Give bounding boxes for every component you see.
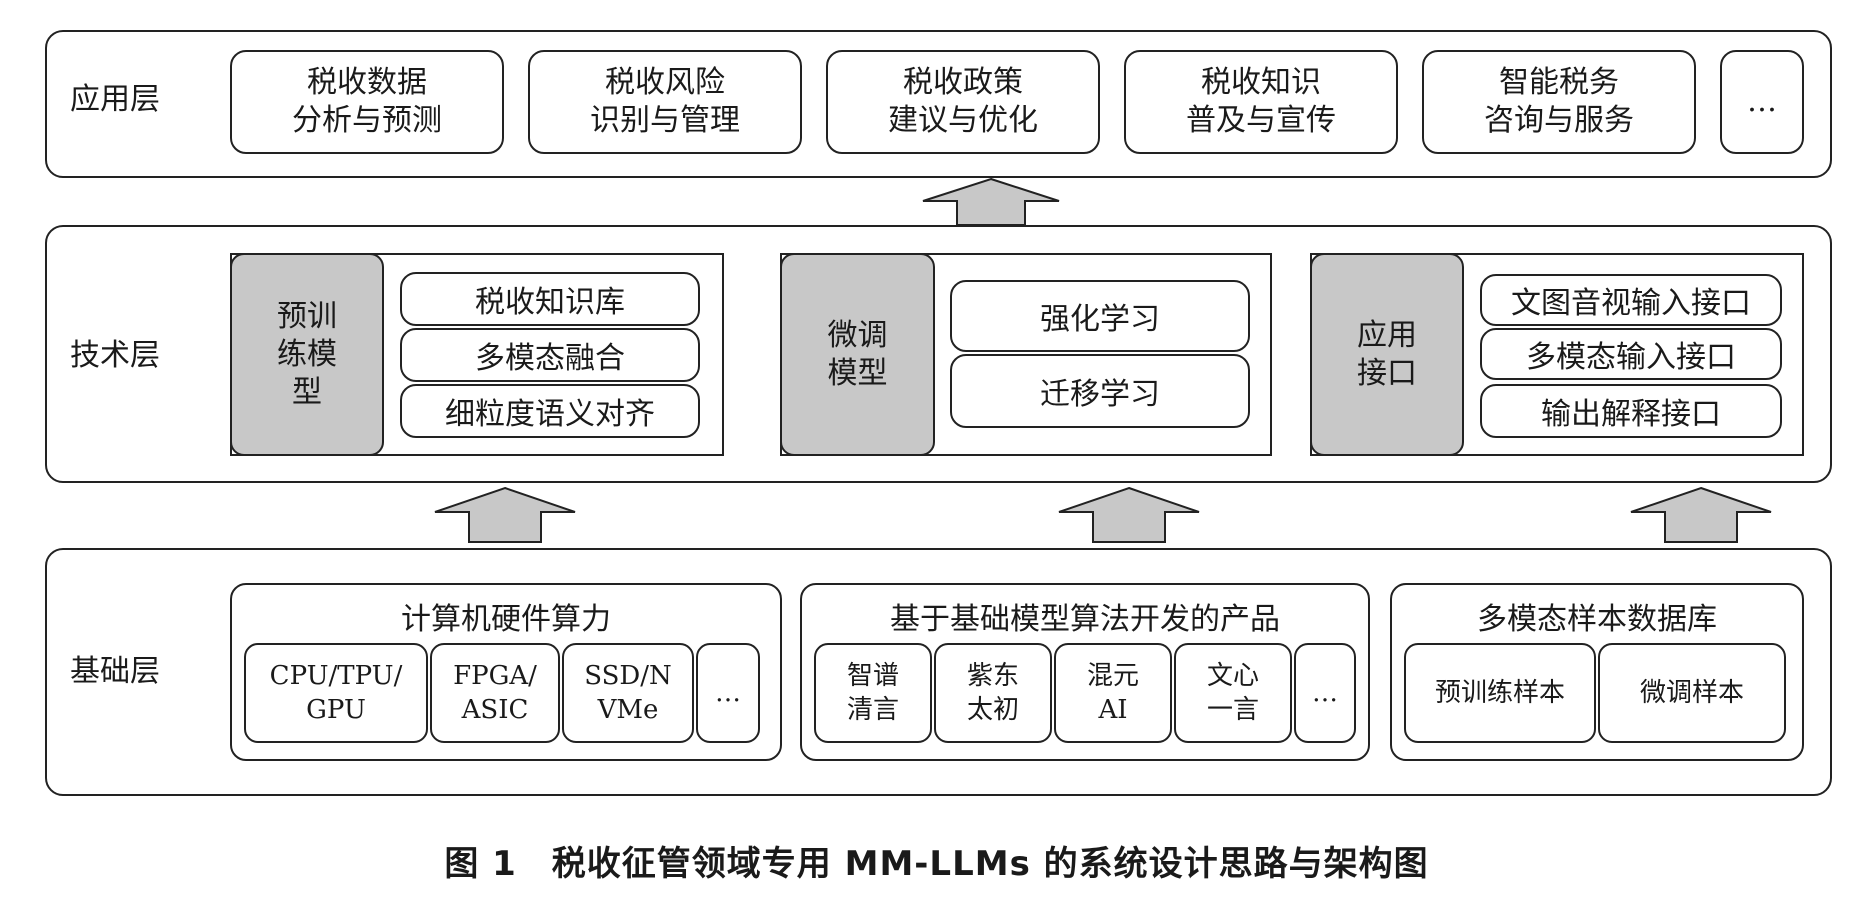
arrow-up-tech-to-app [922, 177, 1060, 226]
app-box-risk: 税收风险 识别与管理 [528, 50, 802, 154]
sample-db-group-title: 多模态样本数据库 [1477, 602, 1717, 637]
hardware-group-title: 计算机硬件算力 [401, 602, 611, 637]
interface-item-mm-input: 多模态输入接口 [1480, 328, 1782, 380]
product-item-wenxin: 文心 一言 [1174, 643, 1292, 743]
technology-layer-label: 技术层 [70, 338, 160, 373]
app-box-line2: 识别与管理 [590, 103, 740, 138]
app-box-policy: 税收政策 建议与优化 [826, 50, 1100, 154]
item-line2: ASIC [461, 695, 529, 725]
item-line1: 紫东 [966, 661, 1019, 691]
app-box-service: 智能税务 咨询与服务 [1422, 50, 1696, 154]
foundation-layer-label: 基础层 [70, 654, 160, 689]
module-title-line: 应用 [1357, 317, 1417, 353]
item-line1: SSD/N [584, 661, 672, 691]
item-line1: FPGA/ [453, 661, 537, 691]
module-title-line: 接口 [1357, 355, 1417, 391]
arrow-up-foundation-to-tech-left [434, 486, 576, 543]
finetune-item-rl: 强化学习 [950, 280, 1250, 352]
item-line2: GPU [306, 695, 366, 725]
app-box-line1: 税收风险 [605, 65, 725, 100]
app-box-line2: 建议与优化 [888, 103, 1038, 138]
interface-item-output: 输出解释接口 [1480, 384, 1782, 438]
item-line2: 太初 [966, 695, 1019, 725]
products-group-title: 基于基础模型算法开发的产品 [890, 602, 1280, 637]
pretrained-model-header: 预训 练模 型 [230, 253, 384, 456]
hw-item-fpga: FPGA/ ASIC [430, 643, 560, 743]
app-box-more: … [1720, 50, 1804, 154]
app-interface-header: 应用 接口 [1310, 253, 1464, 456]
product-item-zidong: 紫东 太初 [934, 643, 1052, 743]
item-line1: 微调样本 [1639, 678, 1744, 708]
app-box-line2: 分析与预测 [292, 103, 442, 138]
app-box-line1: 税收政策 [903, 65, 1023, 100]
module-title-line: 微调 [827, 317, 888, 353]
arrow-up-foundation-to-tech-middle [1058, 486, 1200, 543]
interface-item-avi-input: 文图音视输入接口 [1480, 274, 1782, 326]
application-layer-label: 应用层 [70, 82, 160, 117]
app-box-line1: 智能税务 [1499, 65, 1619, 100]
hw-item-ssd: SSD/N VMe [562, 643, 694, 743]
pretrain-item-tax-kb: 税收知识库 [400, 272, 700, 326]
pretrain-item-alignment: 细粒度语义对齐 [400, 384, 700, 438]
item-line1: 智谱 [846, 661, 899, 691]
item-line1: 混元 [1086, 661, 1139, 691]
item-line2: 清言 [846, 695, 899, 725]
arrow-up-foundation-to-tech-right [1630, 486, 1772, 543]
finetune-model-header: 微调 模型 [780, 253, 935, 456]
hw-item-cpu: CPU/TPU/ GPU [244, 643, 428, 743]
app-box-line1: 税收知识 [1201, 65, 1321, 100]
product-item-hunyuan: 混元 AI [1054, 643, 1172, 743]
item-line2: AI [1098, 695, 1128, 725]
sample-item-pretrain: 预训练样本 [1404, 643, 1596, 743]
pretrain-item-fusion: 多模态融合 [400, 328, 700, 382]
module-title-line: 模型 [827, 355, 888, 391]
finetune-item-transfer: 迁移学习 [950, 354, 1250, 428]
app-box-data-analysis: 税收数据 分析与预测 [230, 50, 504, 154]
hw-item-more: … [696, 643, 760, 743]
module-title-line: 型 [292, 374, 322, 410]
app-box-knowledge: 税收知识 普及与宣传 [1124, 50, 1398, 154]
ellipsis: … [1747, 84, 1777, 119]
item-line1: CPU/TPU/ [269, 661, 403, 691]
item-line1: 预训练样本 [1434, 678, 1565, 708]
app-box-line2: 咨询与服务 [1484, 103, 1634, 138]
product-item-zhipu: 智谱 清言 [814, 643, 932, 743]
ellipsis: … [715, 678, 741, 708]
ellipsis: … [1312, 678, 1338, 708]
app-box-line2: 普及与宣传 [1186, 103, 1336, 138]
item-line2: VMe [597, 695, 659, 725]
app-box-line1: 税收数据 [307, 65, 427, 100]
figure-caption: 图 1 税收征管领域专用 MM-LLMs 的系统设计思路与架构图 [444, 844, 1429, 884]
sample-item-finetune: 微调样本 [1598, 643, 1786, 743]
product-item-more: … [1294, 643, 1356, 743]
module-title-line: 练模 [277, 336, 337, 372]
item-line2: 一言 [1206, 695, 1259, 725]
module-title-line: 预训 [277, 298, 337, 334]
item-line1: 文心 [1206, 661, 1259, 691]
